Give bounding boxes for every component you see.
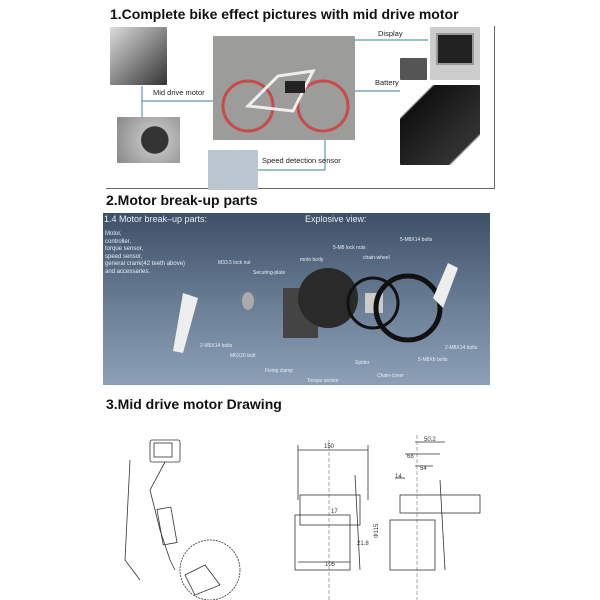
battery-photo xyxy=(400,85,480,165)
motor-closeup-photo xyxy=(110,27,167,85)
part-label: M6X20 bolt xyxy=(230,353,256,359)
display-photo xyxy=(430,27,480,80)
dim-68: 68 xyxy=(407,454,414,460)
part-label: chain-wheel xyxy=(363,255,390,261)
panel-title: 1.4 Motor break–up parts: xyxy=(104,214,208,224)
grip-photo xyxy=(400,58,427,80)
part-label: 5-M8X14 bolts xyxy=(400,237,433,243)
list-item: torque sensor, xyxy=(105,246,144,252)
technical-drawings xyxy=(124,435,481,600)
part-label: Spider xyxy=(355,360,370,366)
part-label: Securing-plate xyxy=(253,270,286,276)
motor-label: Mid drive motor xyxy=(153,88,205,97)
exploded-view-panel: 1.4 Motor break–up parts: Explosive view… xyxy=(103,213,490,385)
display-label: Display xyxy=(378,29,403,38)
speed-sensor-photo xyxy=(208,150,258,190)
list-item: general crank(42 teeth above) xyxy=(105,261,186,267)
dim-54: 54 xyxy=(420,466,427,472)
section1-frame xyxy=(106,26,495,189)
dim-17: 17 xyxy=(331,509,338,515)
part-label: 2-M8X14 bolts xyxy=(445,345,478,351)
dim-phi115: Φ115 xyxy=(374,523,381,539)
dim-21-8: 21.8 xyxy=(357,541,369,547)
parts-list: Motor, controller, torque sensor, speed … xyxy=(105,231,185,276)
part-label: Chain-cover xyxy=(377,373,404,379)
part-label: 2-M5X14 bolts xyxy=(200,343,233,349)
dim-50-2: 50.2 xyxy=(424,437,436,443)
list-item: controller, xyxy=(105,238,132,245)
sensor-label: Speed detection sensor xyxy=(262,156,341,165)
section2-title: 2.Motor break-up parts xyxy=(106,192,258,208)
part-label: Fixing clamp xyxy=(265,368,294,374)
explosive-view-title: Explosive view: xyxy=(305,214,367,224)
dim-105: 105 xyxy=(325,562,336,568)
battery-label: Battery xyxy=(375,78,399,87)
part-label: 5-M8 lock nuts xyxy=(333,245,366,251)
exploded-parts-drawing xyxy=(173,263,458,353)
part-label: Torque sensor xyxy=(307,378,339,384)
list-item: Motor, xyxy=(105,231,122,237)
dim-14: 14 xyxy=(395,474,402,480)
section1-title: 1.Complete bike effect pictures with mid… xyxy=(110,6,459,22)
section3-title: 3.Mid drive motor Drawing xyxy=(106,396,282,412)
list-item: and accessaries. xyxy=(105,268,151,275)
part-label: M33.5 lock nut xyxy=(218,260,251,266)
dim-150: 150 xyxy=(324,444,335,450)
bike-photo xyxy=(213,36,355,140)
list-item: speed sensor, xyxy=(105,253,143,260)
chainwheel-photo xyxy=(117,117,180,163)
part-label: moto body xyxy=(300,257,324,263)
part-label: 5-M8X6 bolts xyxy=(418,357,448,363)
